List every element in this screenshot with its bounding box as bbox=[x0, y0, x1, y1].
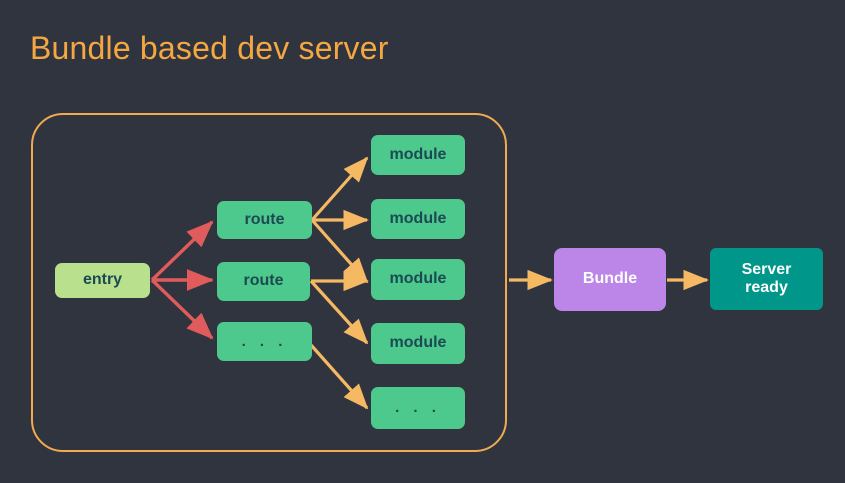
page-title: Bundle based dev server bbox=[30, 30, 389, 66]
node-module-5-ellipsis[interactable]: . . . bbox=[371, 387, 465, 429]
node-module-4[interactable]: module bbox=[371, 323, 465, 364]
node-module-1[interactable]: module bbox=[371, 135, 465, 175]
node-bundle[interactable]: Bundle bbox=[554, 248, 666, 311]
module-graph-group-boundary bbox=[31, 113, 507, 452]
node-server-ready[interactable]: Server ready bbox=[710, 248, 823, 310]
node-module-2[interactable]: module bbox=[371, 199, 465, 239]
node-route-2[interactable]: route bbox=[217, 262, 310, 301]
node-module-3[interactable]: module bbox=[371, 259, 465, 300]
node-route-1[interactable]: route bbox=[217, 201, 312, 239]
node-entry[interactable]: entry bbox=[55, 263, 150, 298]
node-route-3-ellipsis[interactable]: . . . bbox=[217, 322, 312, 361]
